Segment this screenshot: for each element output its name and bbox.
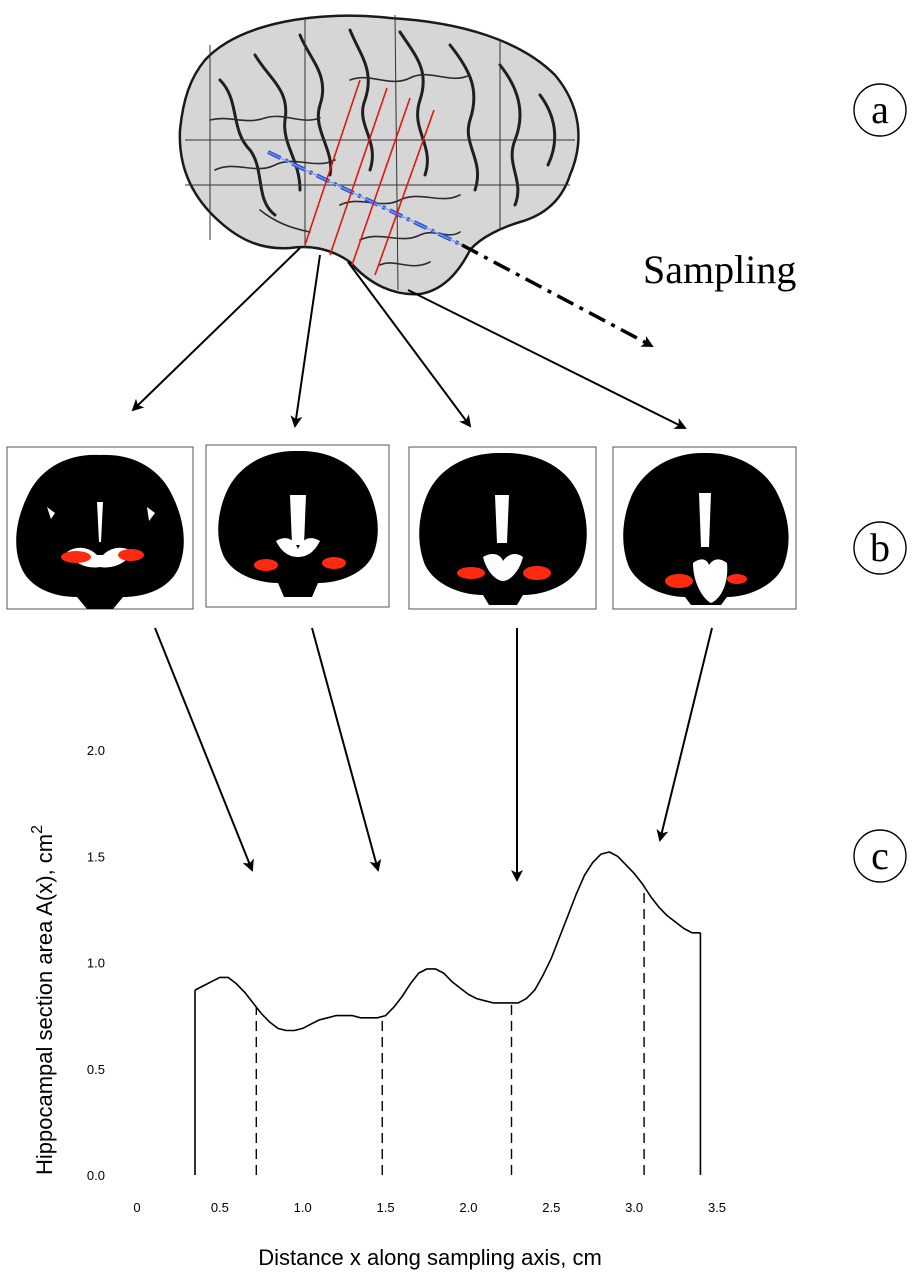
x-tick-label: 3.5 (708, 1200, 726, 1215)
arrow-slice-chart-4 (656, 627, 713, 842)
arrow-brain-slice-4 (407, 289, 687, 429)
slice-to-chart-arrows (154, 627, 713, 882)
panel-letter-b: b (853, 521, 907, 575)
y-tick-label: 2.0 (87, 743, 105, 758)
slice-4 (612, 446, 797, 610)
series-group (194, 851, 702, 1175)
panel-letter-c: c (853, 829, 907, 883)
brain-illustration (178, 14, 580, 296)
area-chart: 0.0 0.5 1.0 1.5 2.0 0 0.5 1.0 1.5 2.0 2.5 3.0 3.5 D… (29, 743, 726, 1270)
panel-letter-a: a (853, 83, 907, 137)
y-tick-label: 0.0 (87, 1168, 105, 1183)
y-tick-label: 1.0 (87, 956, 105, 971)
x-axis-title: Distance x along sampling axis, cm (258, 1245, 602, 1270)
slice-2 (205, 444, 390, 608)
sampling-axis-line-thin (267, 151, 463, 246)
x-tick-label: 1.5 (377, 1200, 395, 1215)
series-line (194, 851, 701, 1032)
section-plane-4 (374, 109, 435, 276)
slice-3 (408, 446, 597, 610)
y-tick-label: 1.5 (87, 849, 105, 864)
sampling-label: Sampling (643, 247, 796, 292)
x-tick-label: 3.0 (625, 1200, 643, 1215)
y-axis-title: Hippocampal section area A(x), cm2 (29, 825, 57, 1175)
x-tick-label: 0.5 (211, 1200, 229, 1215)
y-axis-title-superscript: 2 (29, 825, 46, 834)
arrow-brain-slice-2 (290, 254, 321, 428)
section-plane-3 (351, 97, 411, 266)
section-plane-1 (304, 79, 361, 246)
y-tick-label: 0.5 (87, 1062, 105, 1077)
arrow-brain-slice-1 (131, 247, 301, 412)
sample-lines (255, 886, 645, 1175)
section-plane-2 (329, 87, 388, 256)
brain-outline (178, 14, 580, 296)
section-planes (304, 79, 435, 276)
arrow-brain-slice-3 (347, 261, 472, 428)
brain-to-slice-arrows (131, 243, 687, 429)
panel-letter-c-text: c (871, 833, 889, 878)
panel-letter-a-text: a (871, 87, 889, 132)
x-tick-label: 0 (133, 1200, 140, 1215)
y-axis-ticks: 0.0 0.5 1.0 1.5 2.0 (87, 743, 105, 1183)
slice-1 (6, 446, 194, 610)
arrow-slice-chart-2 (311, 627, 382, 872)
x-axis-ticks: 0 0.5 1.0 1.5 2.0 2.5 3.0 3.5 (133, 1200, 726, 1215)
x-tick-label: 2.5 (542, 1200, 560, 1215)
arrow-slice-chart-1 (154, 627, 254, 872)
x-tick-label: 2.0 (459, 1200, 477, 1215)
panel-letter-b-text: b (870, 525, 890, 570)
x-tick-label: 1.0 (294, 1200, 312, 1215)
y-axis-title-main: Hippocampal section area A(x), cm (32, 834, 57, 1175)
